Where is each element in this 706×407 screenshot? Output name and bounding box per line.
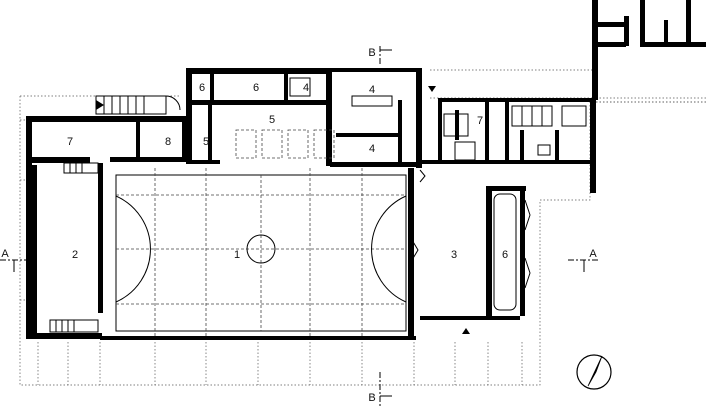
room-label-1: 1 — [234, 249, 240, 261]
interior-details — [49, 77, 587, 334]
room-label-6a: 6 — [199, 82, 205, 94]
svg-text:B: B — [368, 47, 375, 59]
room-label-3: 3 — [451, 249, 457, 261]
section-marker-a-left: A — [0, 248, 30, 272]
section-marker-b-top: B — [368, 46, 392, 66]
room-label-6c: 6 — [502, 249, 508, 261]
svg-text:A: A — [1, 248, 9, 260]
room-label-6b: 6 — [253, 82, 259, 94]
section-marker-a-right: A — [568, 248, 600, 272]
room-label-7a: 7 — [67, 136, 73, 148]
room-label-7b: 7 — [477, 115, 483, 127]
room-label-2: 2 — [72, 249, 78, 261]
room-label-4c: 4 — [369, 143, 375, 155]
sports-court — [115, 168, 407, 338]
walls — [26, 0, 706, 340]
room-labels: 1 2 3 4 4 4 5 5 6 6 6 7 7 8 — [67, 82, 508, 261]
section-marker-b-bottom: B — [368, 372, 392, 407]
svg-text:B: B — [368, 392, 375, 404]
room-label-5b: 5 — [269, 114, 275, 126]
room-label-5a: 5 — [203, 136, 209, 148]
room-label-4b: 4 — [369, 84, 375, 96]
room-label-8: 8 — [165, 136, 171, 148]
north-arrow-icon — [576, 354, 612, 390]
room-label-4a: 4 — [303, 82, 309, 94]
pier-lines — [20, 119, 523, 385]
svg-text:A: A — [589, 248, 597, 260]
